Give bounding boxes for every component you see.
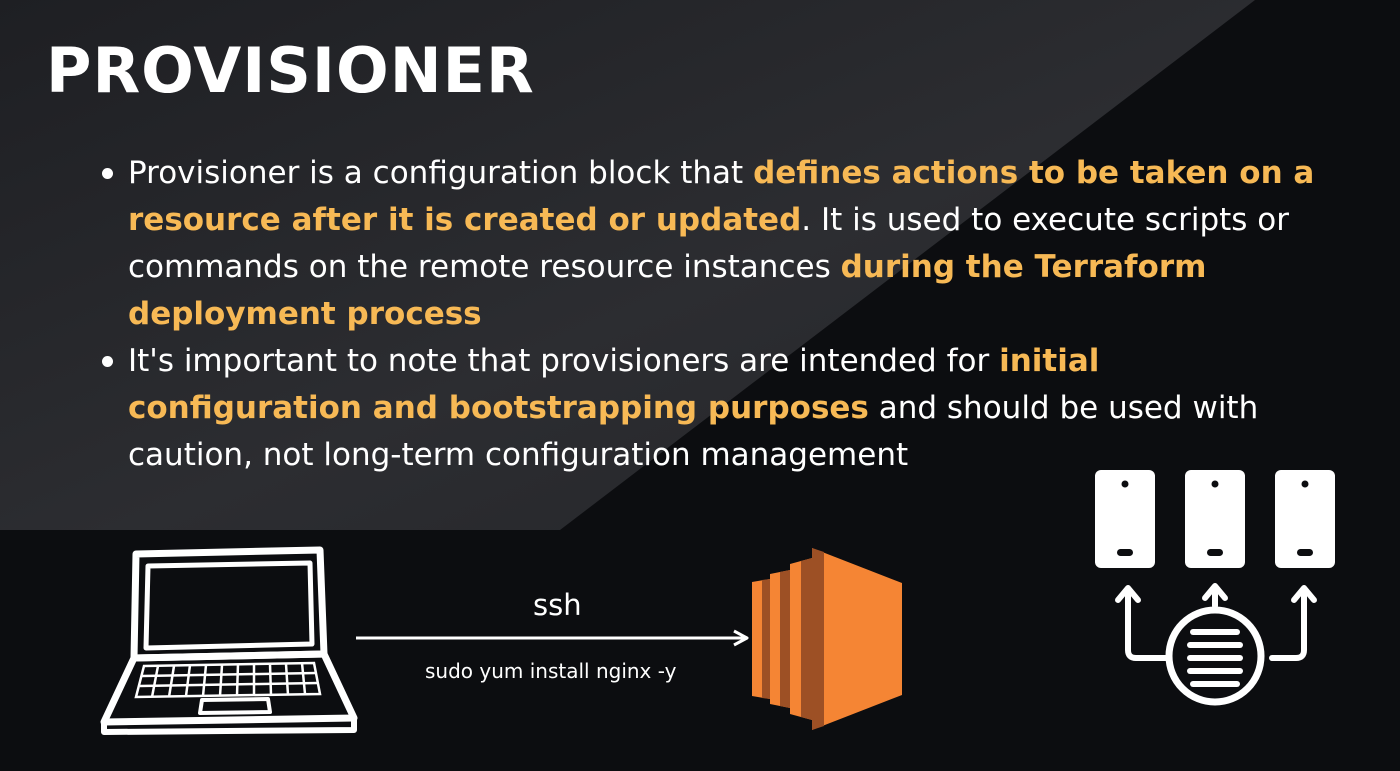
bullet-2-text-2: and should be used with caution, not lon… [128, 390, 1259, 473]
server-fanout-icon [1095, 470, 1335, 706]
laptop-icon [100, 546, 358, 735]
page-title: PROVISIONER [46, 34, 535, 107]
bullet-dot [102, 168, 113, 179]
bullet-2-text-1: It's important to note that provisioners… [128, 343, 1000, 379]
ssh-arrow [356, 629, 749, 647]
command-label: sudo yum install nginx -y [425, 659, 677, 683]
diagonal-band [0, 0, 1255, 530]
bullet-item-2: It's important to note that provisioners… [100, 338, 1330, 479]
server-2-icon [1185, 470, 1245, 568]
bullet-1-highlight-1: defines actions to be taken on a resourc… [128, 155, 1315, 238]
database-icon [1187, 629, 1243, 687]
bullet-2-highlight-1: initial configuration and bootstrapping … [128, 343, 1100, 426]
server-3-icon [1275, 470, 1335, 568]
bullet-list: Provisioner is a configuration block tha… [100, 150, 1330, 479]
bullet-dot [102, 356, 113, 367]
bullet-1-highlight-2: during the Terraform deployment process [128, 249, 1207, 332]
bullet-item-1: Provisioner is a configuration block tha… [100, 150, 1330, 338]
server-1-icon [1095, 470, 1155, 568]
ssh-label: ssh [533, 588, 582, 622]
bullet-1-text-2: . It is used to execute scripts or comma… [128, 202, 1290, 285]
bullet-1-text-1: Provisioner is a configuration block tha… [128, 155, 754, 191]
ec2-instance-icon [752, 548, 902, 730]
